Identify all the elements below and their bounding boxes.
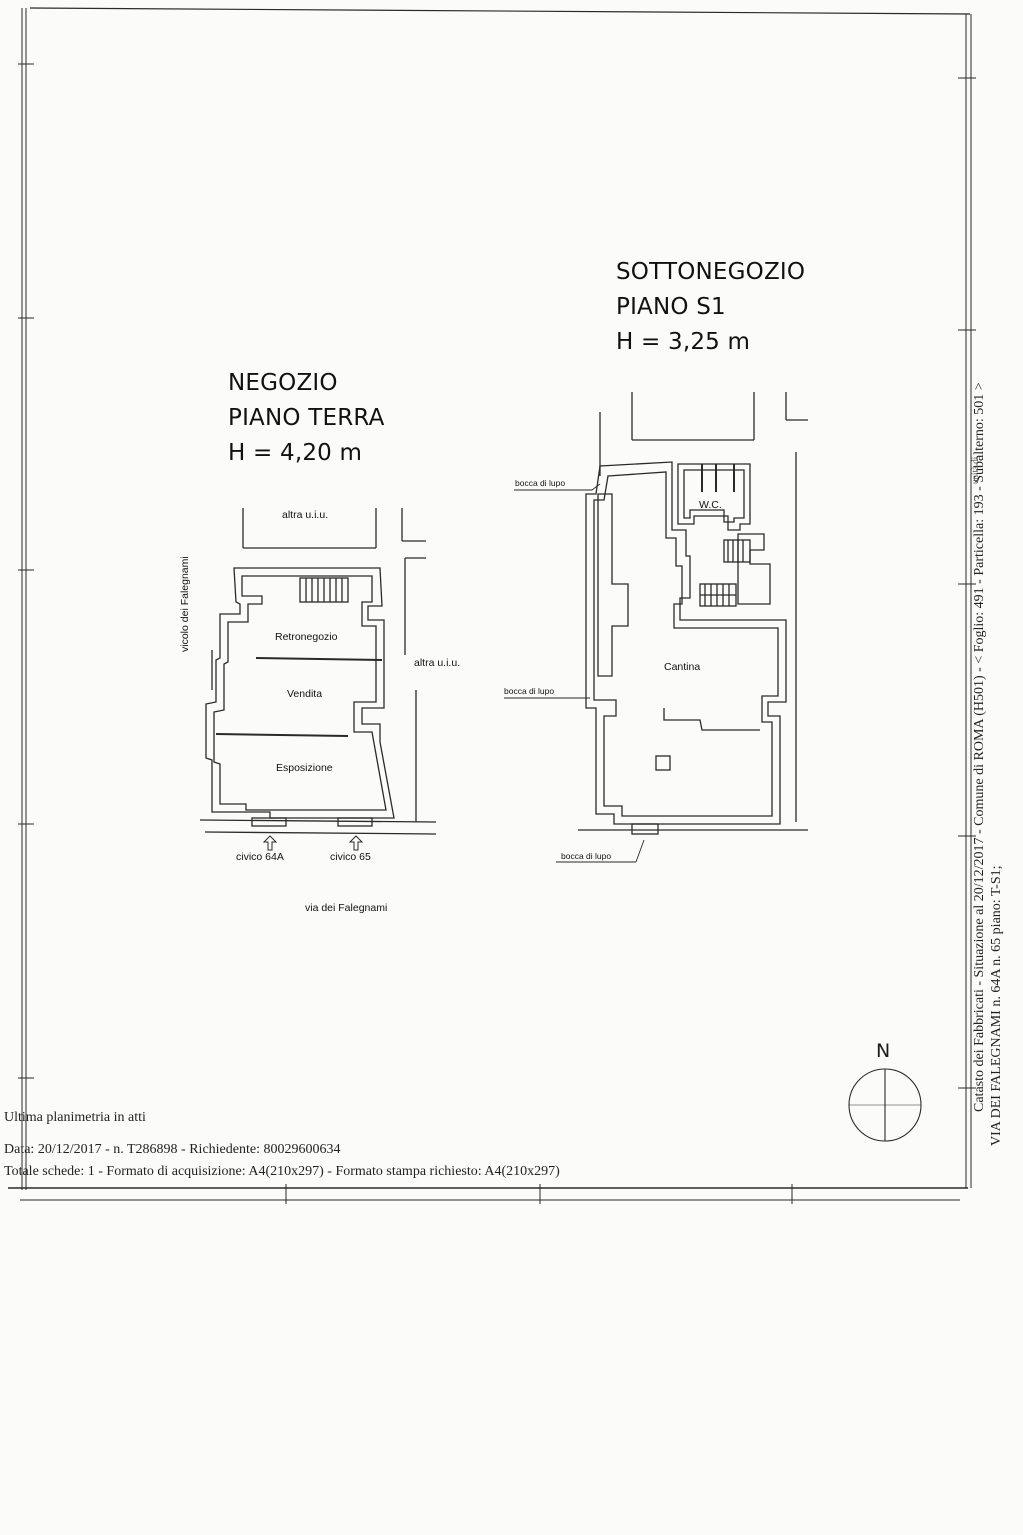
north-compass-icon	[848, 1068, 922, 1142]
room-cantina: Cantina	[664, 661, 701, 673]
room-wc: W.C.	[699, 499, 722, 511]
footer-line-1: Ultima planimetria in atti	[4, 1110, 146, 1125]
negozio-plan	[199, 508, 437, 835]
opening-label-3: bocca di lupo	[561, 851, 612, 861]
negozio-height: H = 4,20 m	[228, 440, 363, 466]
side-note-address: VIA DEI FALEGNAMI n. 64A n. 65 piano: T-…	[989, 865, 1004, 1146]
street-label: via dei Falegnami	[305, 902, 388, 914]
opening-label-1: bocca di lupo	[515, 478, 566, 488]
entrance-label-65: civico 65	[330, 851, 371, 863]
leader-lines	[504, 483, 645, 863]
side-note-cadastre: Catasto dei Fabbricati - Situazione al 2…	[972, 382, 987, 1112]
side-note-stamp: unità di	[970, 456, 980, 484]
entrance-arrows	[262, 835, 364, 851]
north-label: N	[876, 1040, 891, 1062]
neighbor-label-top: altra u.i.u.	[282, 509, 329, 521]
sottonegozio-title: SOTTONEGOZIO	[616, 259, 806, 285]
sottonegozio-height: H = 3,25 m	[616, 329, 751, 355]
footer-line-2: Data: 20/12/2017 - n. T286898 - Richiede…	[4, 1142, 341, 1157]
sheet-frame-border	[8, 7, 976, 1204]
sottonegozio-plan	[578, 392, 808, 835]
negozio-floor: PIANO TERRA	[228, 405, 385, 431]
room-retronegozio: Retronegozio	[275, 631, 338, 643]
neighbor-label-right: altra u.i.u.	[414, 657, 461, 669]
opening-label-2: bocca di lupo	[504, 686, 555, 696]
sottonegozio-floor: PIANO S1	[616, 294, 726, 320]
entrance-label-64a: civico 64A	[236, 851, 284, 863]
footer-line-3: Totale schede: 1 - Formato di acquisizio…	[4, 1164, 560, 1179]
negozio-title: NEGOZIO	[228, 370, 338, 396]
room-vendita: Vendita	[287, 688, 323, 700]
side-street-label: vicolo dei Falegnami	[179, 556, 191, 652]
room-esposizione: Esposizione	[276, 762, 333, 774]
